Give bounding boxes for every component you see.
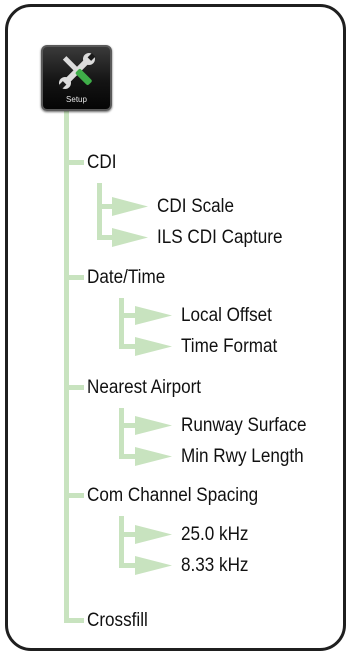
runway-surface-shaft bbox=[119, 423, 136, 428]
submenu-item-ils-cdi-capture: ILS CDI Capture bbox=[157, 227, 283, 248]
submenu-item-local-offset: Local Offset bbox=[181, 305, 272, 326]
submenu-item-runway-surface: Runway Surface bbox=[181, 415, 307, 436]
local-offset-shaft bbox=[119, 313, 136, 318]
local-offset-arrow bbox=[135, 306, 172, 325]
menu-item-cdi: CDI bbox=[87, 152, 117, 173]
submenu-item-min-rwy-length: Min Rwy Length bbox=[181, 446, 304, 467]
submenu-item-cdi-scale: CDI Scale bbox=[157, 196, 234, 217]
khz-833-shaft bbox=[119, 563, 136, 568]
nearest-airport-sub-trunk bbox=[119, 408, 124, 459]
min-rwy-length-shaft bbox=[119, 454, 136, 459]
menu-item-nearest-airport: Nearest Airport bbox=[87, 377, 202, 398]
time-format-shaft bbox=[119, 344, 136, 349]
ils-cdi-capture-arrow bbox=[112, 228, 148, 247]
cdi-scale-shaft bbox=[97, 204, 113, 209]
com-channel-sub-trunk bbox=[119, 516, 124, 568]
runway-surface-arrow bbox=[135, 416, 172, 435]
setup-button-label: Setup bbox=[66, 95, 87, 104]
wrench-screwdriver-icon bbox=[58, 53, 96, 89]
cdi-sub-trunk bbox=[97, 183, 102, 240]
submenu-item-time-format: Time Format bbox=[181, 336, 278, 357]
ils-cdi-capture-shaft bbox=[97, 235, 113, 240]
cdi-scale-arrow bbox=[112, 197, 148, 216]
submenu-item-25-khz: 25.0 kHz bbox=[181, 524, 249, 545]
main-trunk-line bbox=[64, 110, 69, 623]
diagram-frame bbox=[5, 4, 346, 651]
menu-item-date-time: Date/Time bbox=[87, 267, 166, 288]
time-format-arrow bbox=[135, 337, 172, 356]
branch-nearest-airport bbox=[64, 385, 84, 390]
branch-cdi bbox=[64, 160, 84, 165]
min-rwy-length-arrow bbox=[135, 447, 172, 466]
khz-25-arrow bbox=[135, 525, 172, 544]
branch-date-time bbox=[64, 275, 84, 280]
branch-crossfill bbox=[64, 618, 84, 623]
khz-25-shaft bbox=[119, 532, 136, 537]
submenu-item-8-33-khz: 8.33 kHz bbox=[181, 555, 249, 576]
setup-button[interactable]: Setup bbox=[41, 45, 112, 111]
menu-item-com-channel-spacing: Com Channel Spacing bbox=[87, 485, 259, 506]
khz-833-arrow bbox=[135, 556, 172, 575]
menu-item-crossfill: Crossfill bbox=[87, 610, 148, 631]
branch-com-channel bbox=[64, 493, 84, 498]
date-time-sub-trunk bbox=[119, 298, 124, 349]
